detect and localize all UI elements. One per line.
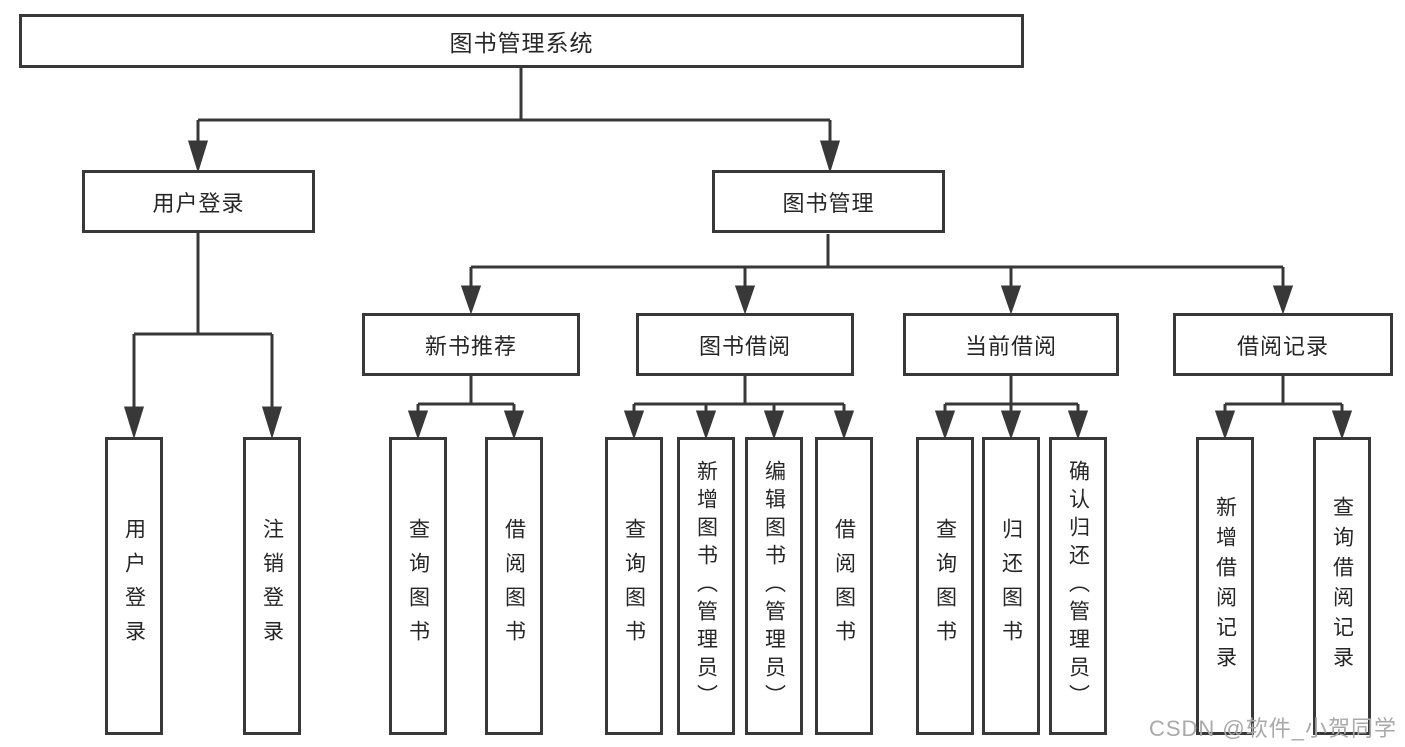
node-borrow-records: 借阅记录	[1173, 313, 1393, 376]
connector-root-to-level2	[187, 68, 841, 174]
leaf-add-borrow-record: 新增借阅记录	[1196, 437, 1254, 735]
node-library-management-system: 图书管理系统	[19, 14, 1024, 68]
leaf-label: 查询图书	[622, 518, 646, 654]
connector-recommend-to-leaves	[407, 376, 525, 440]
leaf-add-books-admin: 新增图书（管理员）	[677, 437, 735, 735]
connector-borrow-to-leaves	[623, 376, 855, 440]
leaf-label: 查询图书	[933, 518, 957, 654]
leaf-borrow-books: 借阅图书	[815, 437, 873, 735]
leaf-query-books-borrow: 查询图书	[605, 437, 663, 735]
connector-current-to-leaves	[934, 376, 1089, 440]
node-label: 当前借阅	[964, 333, 1057, 359]
node-label: 新书推荐	[424, 333, 517, 359]
leaf-label: 借阅图书	[832, 518, 856, 654]
leaf-label: 确认归还（管理员）	[1066, 460, 1090, 712]
leaf-label: 归还图书	[999, 518, 1023, 654]
leaf-confirm-return-admin: 确认归还（管理员）	[1049, 437, 1107, 735]
leaf-logout: 注销登录	[243, 437, 301, 735]
leaf-label: 新增图书（管理员）	[694, 460, 718, 712]
leaf-user-login: 用户登录	[105, 437, 163, 735]
leaf-label: 编辑图书（管理员）	[762, 460, 786, 712]
leaf-query-books-recommend: 查询图书	[389, 437, 447, 735]
leaf-query-borrow-record: 查询借阅记录	[1313, 437, 1371, 735]
node-current-borrow: 当前借阅	[903, 313, 1119, 376]
connector-user-login-to-leaves	[123, 233, 283, 440]
connector-book-management-to-level3	[460, 234, 1294, 315]
node-book-management: 图书管理	[712, 170, 945, 233]
node-label: 用户登录	[152, 190, 245, 216]
leaf-label: 借阅图书	[502, 518, 526, 654]
leaf-label: 注销登录	[260, 518, 284, 654]
leaf-query-books-current: 查询图书	[916, 437, 974, 735]
node-label: 图书借阅	[698, 333, 791, 359]
leaf-borrow-books-recommend: 借阅图书	[485, 437, 543, 735]
node-user-login: 用户登录	[82, 170, 315, 233]
leaf-label: 查询图书	[406, 518, 430, 654]
leaf-label: 用户登录	[122, 518, 146, 654]
leaf-label: 查询借阅记录	[1330, 496, 1354, 676]
node-label: 借阅记录	[1236, 333, 1329, 359]
node-book-borrow: 图书借阅	[636, 313, 854, 376]
csdn-watermark: CSDN @软件_小贺同学	[1148, 716, 1397, 741]
leaf-label: 新增借阅记录	[1213, 496, 1237, 676]
connector-records-to-leaves	[1214, 376, 1353, 440]
node-label: 图书管理系统	[449, 30, 594, 56]
leaf-return-books: 归还图书	[982, 437, 1040, 735]
node-label: 图书管理	[782, 190, 875, 216]
node-new-book-recommend: 新书推荐	[362, 313, 580, 376]
leaf-edit-books-admin: 编辑图书（管理员）	[745, 437, 803, 735]
